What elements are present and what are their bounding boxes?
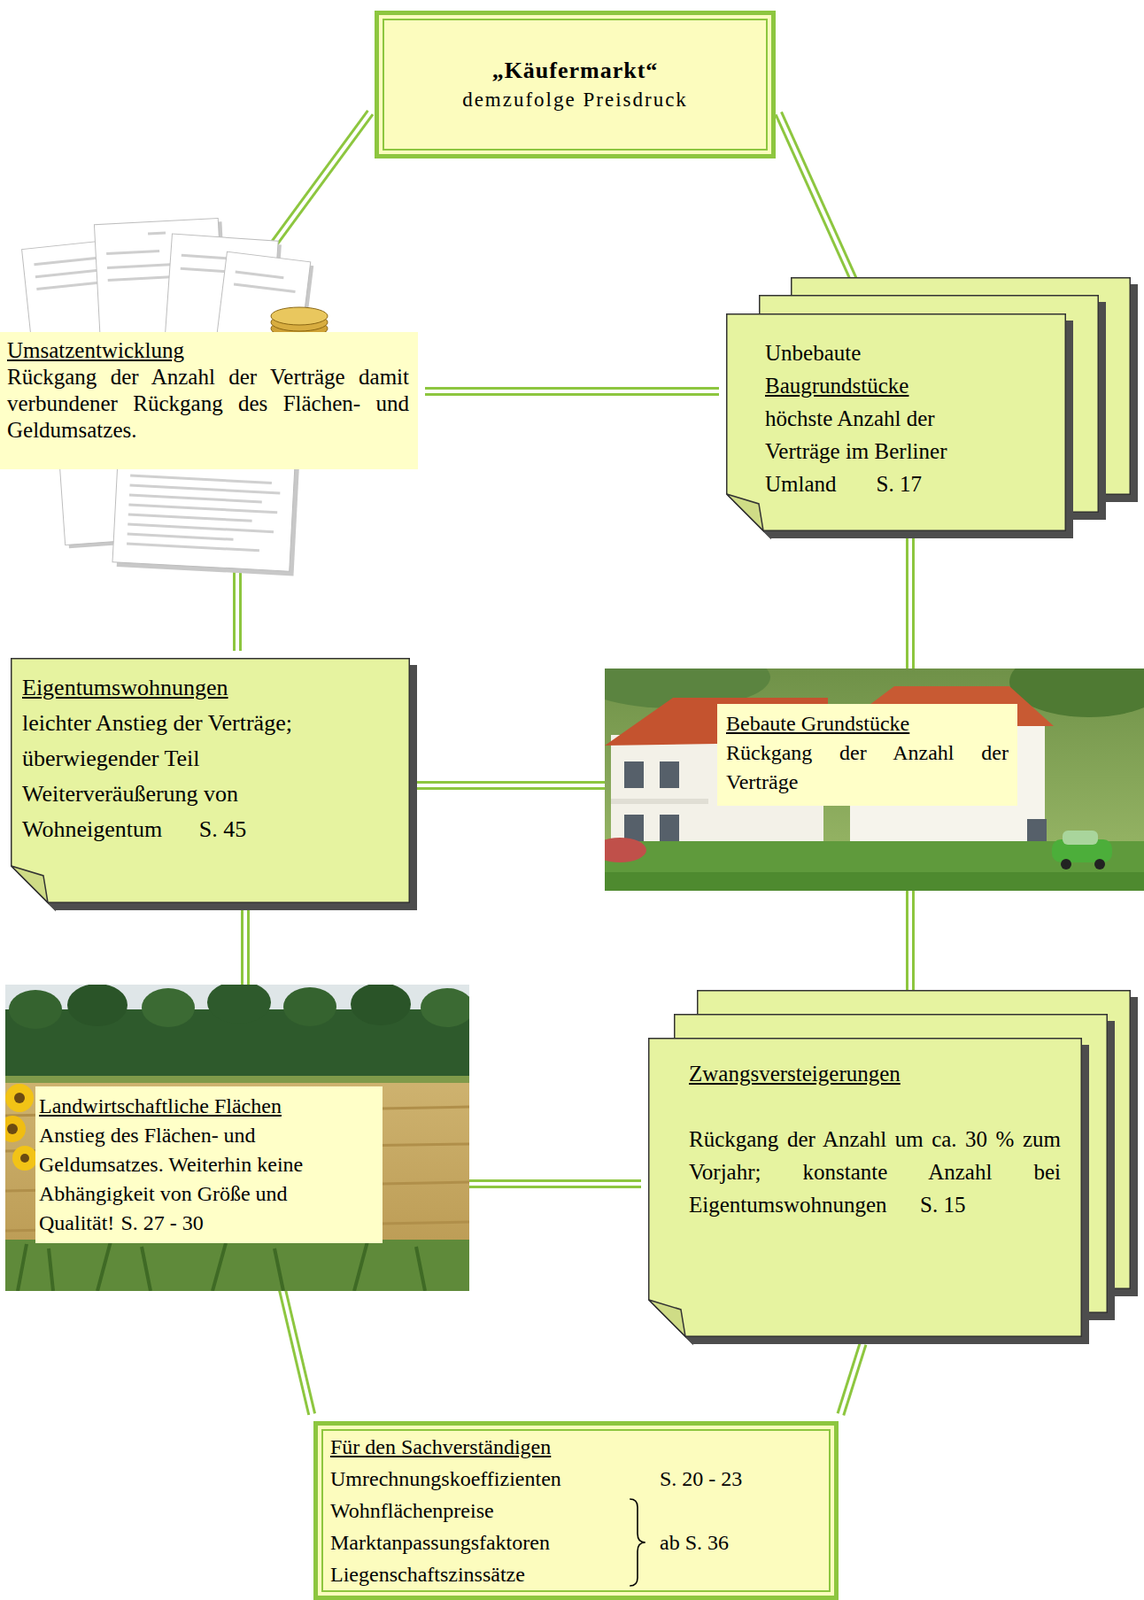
seed-head bbox=[20, 1153, 30, 1163]
text-line bbox=[128, 513, 253, 523]
double-connector bbox=[837, 1343, 866, 1416]
section-body: Rückgang der Anzahl der Verträge bbox=[726, 738, 1009, 797]
text-flow: höchste Anzahl der Verträge im Berliner … bbox=[765, 401, 1011, 501]
weeds bbox=[5, 1239, 470, 1291]
section-body: Rückgang der Anzahl um ca. 30 % zum Vorj… bbox=[688, 1127, 1061, 1217]
text-line bbox=[129, 484, 280, 495]
curly-brace bbox=[627, 1494, 655, 1591]
list-item: Liegenschaftszinssätze bbox=[330, 1558, 623, 1591]
section-heading: Umsatzentwicklung bbox=[7, 337, 410, 364]
section-heading-prefix: Unbebaute bbox=[765, 336, 1011, 370]
note-box: Eigentumswohnungen leichter Anstieg der V… bbox=[10, 657, 410, 904]
photo-caption-box: Bebaute GrundstückeRückgang der Anzahl d… bbox=[717, 703, 1018, 806]
seed-head bbox=[7, 1123, 18, 1135]
list-item: Umrechnungskoeffizienten bbox=[330, 1462, 623, 1495]
list-item: Marktanpassungsfaktoren bbox=[330, 1526, 623, 1559]
note-paper bbox=[649, 1038, 1083, 1338]
text-line bbox=[233, 282, 296, 294]
text-line bbox=[33, 256, 96, 266]
page-reference: S. 27 - 30 bbox=[121, 1208, 204, 1238]
page-reference: S. 20 - 23 bbox=[659, 1462, 822, 1495]
sunflower bbox=[5, 1083, 38, 1171]
summary-box: UmsatzentwicklungRückgang der Anzahl der… bbox=[0, 332, 418, 470]
text-flow: leichter Anstieg der Verträge; überwiege… bbox=[22, 705, 350, 848]
headline-title: „Käufermarkt“ bbox=[492, 55, 659, 86]
petals bbox=[5, 1115, 26, 1143]
text-flow: Anstieg des Flächen- und Geldumsatzes. W… bbox=[38, 1120, 365, 1238]
window bbox=[659, 814, 680, 842]
house-photo bbox=[604, 668, 1144, 891]
list-item: Wohnflächenpreise bbox=[330, 1494, 623, 1527]
text-line bbox=[147, 231, 166, 236]
lawn bbox=[604, 872, 1144, 891]
page-reference: ab S. 36 bbox=[659, 1526, 822, 1559]
headline-box: „Käufermarkt“demzufolge Preisdruck bbox=[374, 10, 776, 159]
text-line bbox=[126, 542, 260, 553]
text-line bbox=[127, 523, 274, 534]
connector-line bbox=[780, 111, 869, 306]
shrub bbox=[604, 837, 647, 863]
connector-line bbox=[843, 1344, 866, 1416]
page-reference: S. 17 bbox=[876, 467, 922, 501]
field-photo bbox=[5, 984, 470, 1291]
curly-brace-line bbox=[629, 1499, 646, 1586]
wheel bbox=[1094, 858, 1106, 870]
section-heading: Landwirtschaftliche Flächen bbox=[38, 1091, 365, 1121]
petals bbox=[12, 1145, 38, 1171]
window bbox=[624, 761, 644, 789]
text-line bbox=[130, 474, 272, 485]
coin bbox=[270, 307, 328, 325]
text-line bbox=[128, 503, 278, 515]
tree-crown bbox=[8, 989, 62, 1029]
tree-crown bbox=[141, 988, 195, 1028]
car-window bbox=[1062, 830, 1098, 845]
note-stack: UnbebauteBaugrundstückehöchste Anzahl de… bbox=[726, 313, 1067, 532]
text-line bbox=[129, 494, 263, 504]
headline-subtitle: demzufolge Preisdruck bbox=[462, 85, 688, 115]
balcony bbox=[610, 798, 709, 804]
tree-crown bbox=[283, 987, 337, 1027]
note-fold bbox=[11, 865, 48, 903]
connector-line bbox=[425, 393, 719, 396]
section-heading: Bebaute Grundstücke bbox=[726, 709, 1009, 739]
seed-head bbox=[14, 1092, 25, 1104]
curly-brace-shape bbox=[627, 1498, 648, 1587]
wheel bbox=[1060, 858, 1072, 870]
text-flow: Rückgang der Anzahl um ca. 30 % zum Vorj… bbox=[688, 1122, 1061, 1222]
section-heading: Zwangsversteigerungen bbox=[688, 1057, 1061, 1090]
page-reference: S. 15 bbox=[919, 1188, 966, 1222]
text-line bbox=[106, 249, 160, 256]
reference-box: Für den SachverständigenUmrechnungskoeff… bbox=[313, 1421, 839, 1600]
text-line bbox=[235, 270, 285, 280]
tree-crown bbox=[67, 984, 128, 1027]
window bbox=[659, 761, 680, 789]
tree-crown bbox=[350, 984, 411, 1026]
petals bbox=[5, 1083, 34, 1113]
page-reference: S. 45 bbox=[199, 811, 247, 848]
photo-caption-box: Landwirtschaftliche FlächenAnstieg des F… bbox=[35, 1086, 383, 1244]
text-line bbox=[127, 533, 234, 542]
section-body: Rückgang der Anzahl der Verträge damit v… bbox=[7, 363, 410, 444]
note-stack: ZwangsversteigerungenRückgang der Anzahl… bbox=[648, 1037, 1083, 1338]
window bbox=[1027, 819, 1047, 844]
tree-crown bbox=[420, 988, 470, 1028]
section-heading: Baugrundstücke bbox=[765, 369, 1011, 402]
window bbox=[624, 814, 644, 842]
car bbox=[1051, 830, 1113, 870]
section-heading: Eigentumswohnungen bbox=[22, 670, 350, 706]
note-fold bbox=[726, 494, 764, 531]
field bbox=[5, 984, 470, 1291]
field-edge bbox=[5, 1075, 470, 1083]
section-body: leichter Anstieg der Verträge; überwiege… bbox=[22, 710, 293, 843]
tree-crown bbox=[207, 984, 271, 1024]
grass-blade bbox=[17, 1241, 426, 1291]
note-fold bbox=[649, 1299, 686, 1337]
note-paper bbox=[726, 314, 1067, 532]
connector-line bbox=[425, 386, 719, 390]
note-paper bbox=[11, 658, 410, 904]
section-heading: Für den Sachverständigen bbox=[330, 1430, 822, 1463]
double-connector bbox=[425, 388, 719, 395]
